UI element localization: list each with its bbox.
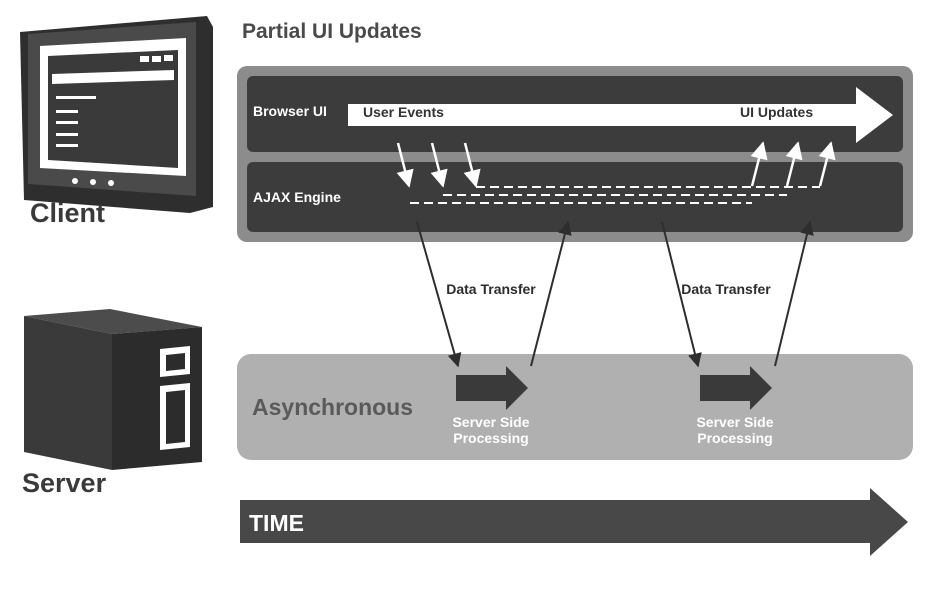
time-arrow	[240, 488, 908, 556]
user-event-arrow-1	[396, 142, 414, 188]
data-transfer-label-1: Data Transfer	[446, 281, 536, 297]
data-transfer-up-1	[530, 220, 572, 367]
server-processing-label-2: Server Side Processing	[696, 414, 774, 446]
monitor-icon	[20, 16, 213, 213]
ui-update-arrow-1	[750, 141, 768, 187]
ui-update-arrow-3	[818, 141, 836, 187]
ajax-engine-label: AJAX Engine	[253, 189, 341, 205]
ui-updates-label: UI Updates	[740, 104, 814, 120]
ajax-engine-band	[247, 162, 903, 232]
data-transfer-down-2	[661, 221, 702, 368]
browser-ui-arrow	[348, 87, 893, 143]
asynchronous-label: Asynchronous	[252, 394, 414, 420]
diagram-title: Partial UI Updates	[242, 20, 422, 43]
data-transfer-up-2	[774, 220, 814, 367]
data-transfer-label-2: Data Transfer	[681, 281, 771, 297]
server-label: Server	[22, 468, 107, 498]
server-processing-label-1: Server Side Processing	[452, 414, 530, 446]
ui-update-arrow-2	[785, 141, 803, 187]
browser-ui-label: Browser UI	[253, 103, 327, 119]
processing-arrow-1	[456, 366, 528, 410]
ajax-timeline	[410, 186, 820, 204]
user-events-label: User Events	[363, 104, 444, 120]
data-transfer-down-1	[416, 221, 462, 368]
client-label: Client	[30, 198, 106, 228]
server-tower-icon	[24, 309, 202, 470]
processing-arrow-2	[700, 366, 772, 410]
time-label: TIME	[249, 510, 304, 536]
user-event-arrow-2	[430, 142, 448, 188]
user-event-arrow-3	[463, 142, 481, 188]
